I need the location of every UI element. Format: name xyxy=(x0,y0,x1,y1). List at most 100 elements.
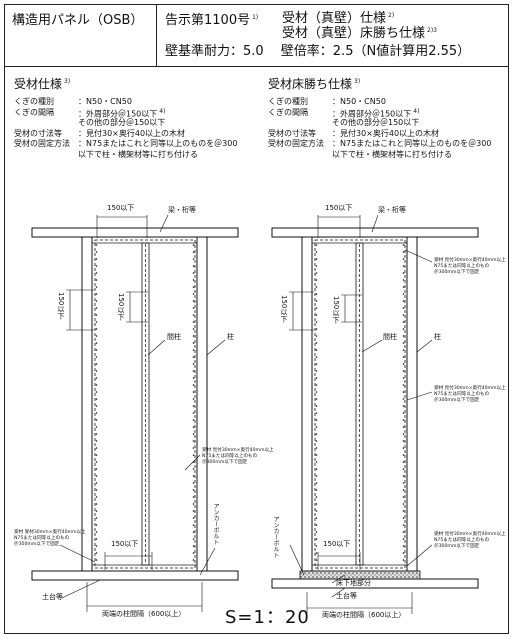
nail-mark xyxy=(315,356,318,358)
nail-mark xyxy=(315,293,318,295)
nail-mark xyxy=(315,433,318,435)
nail-mark xyxy=(192,251,195,253)
nail-mark xyxy=(402,251,405,253)
nail-mark xyxy=(315,538,318,540)
nail-mark xyxy=(402,461,405,463)
notice-text: 告示第1100号 xyxy=(165,13,251,28)
nail-mark xyxy=(95,538,98,540)
nail-mark xyxy=(192,545,195,547)
nail-mark xyxy=(402,342,405,344)
nail-mark xyxy=(95,356,98,358)
nail-mark xyxy=(315,475,318,477)
spec-row-value: ：N50・CN50 xyxy=(332,97,386,106)
nail-mark xyxy=(95,531,98,533)
nail-mark xyxy=(95,377,98,379)
nail-mark xyxy=(192,363,195,365)
nail-mark xyxy=(95,300,98,302)
nail-mark xyxy=(402,265,405,267)
nail-mark xyxy=(315,510,318,512)
right-sill xyxy=(271,578,479,589)
nail-mark xyxy=(402,559,405,561)
nail-mark xyxy=(95,433,98,435)
nail-mark xyxy=(192,370,195,372)
nail-mark xyxy=(192,475,195,477)
nail-mark xyxy=(315,272,318,274)
nail-mark xyxy=(95,461,98,463)
nail-mark xyxy=(192,412,195,414)
nail-mark xyxy=(95,321,98,323)
notice-footnote: 1) xyxy=(252,13,259,21)
nail-mark xyxy=(402,524,405,526)
nail-mark xyxy=(402,552,405,554)
nail-mark xyxy=(192,496,195,498)
nail-mark xyxy=(192,489,195,491)
note-line: N75または同等以上のもの xyxy=(202,454,258,459)
nail-mark xyxy=(315,314,318,316)
nail-mark xyxy=(95,349,98,351)
nail-mark xyxy=(95,517,98,519)
right-sill-label: 土台等 xyxy=(336,592,357,600)
nail-mark xyxy=(402,412,405,414)
nail-mark xyxy=(95,426,98,428)
nail-mark xyxy=(192,440,195,442)
nail-mark xyxy=(192,552,195,554)
left-spec-title-text: 受材仕様 xyxy=(14,77,63,91)
nail-mark xyxy=(95,244,98,246)
nail-mark xyxy=(95,419,98,421)
nail-mark xyxy=(402,321,405,323)
nail-mark xyxy=(95,496,98,498)
nail-mark xyxy=(315,559,318,561)
nail-mark xyxy=(315,545,318,547)
right-post-label: 柱 xyxy=(434,333,441,341)
left-beam-text: 梁・桁等 xyxy=(168,206,196,214)
nail-mark xyxy=(402,370,405,372)
nail-mark xyxy=(402,517,405,519)
spec-row-label: くぎの間隔 xyxy=(14,107,54,117)
nail-mark xyxy=(95,468,98,470)
nail-mark xyxy=(315,279,318,281)
nail-mark xyxy=(192,524,195,526)
nail-mark xyxy=(315,377,318,379)
nail-mark xyxy=(192,531,195,533)
nail-mark xyxy=(402,496,405,498)
nail-mark xyxy=(315,531,318,533)
nail-mark xyxy=(315,552,318,554)
nail-mark xyxy=(315,447,318,449)
nail-mark xyxy=(402,363,405,365)
nail-mark xyxy=(192,419,195,421)
right-dim-mid: 150以下 xyxy=(332,296,340,324)
nail-mark xyxy=(402,454,405,456)
note-line: ＠300mm以下で固定 xyxy=(434,544,480,549)
nail-mark xyxy=(315,482,318,484)
nail-mark xyxy=(95,328,98,330)
nail-mark xyxy=(192,293,195,295)
nail-mark xyxy=(402,286,405,288)
nail-mark xyxy=(315,391,318,393)
nail-mark xyxy=(402,510,405,512)
nail-mark xyxy=(95,510,98,512)
right-beam xyxy=(271,227,479,238)
nail-mark xyxy=(95,279,98,281)
nail-mark xyxy=(315,489,318,491)
nail-mark xyxy=(95,391,98,393)
nail-mark xyxy=(315,524,318,526)
note-line: N75または同等以上のもの xyxy=(434,264,490,269)
nail-mark xyxy=(315,328,318,330)
left-note-bottom: 受材 受材30mm×奥行40mm以上 N75または同等以上のもの ＠300mm以… xyxy=(14,530,86,548)
nail-mark xyxy=(402,475,405,477)
nail-mark xyxy=(315,370,318,372)
nail-mark xyxy=(315,251,318,253)
nail-mark xyxy=(402,314,405,316)
note-line: ＠300mm以下で固定 xyxy=(202,460,248,465)
spec1-text: 受材（真壁）仕様 xyxy=(282,11,387,26)
note-line: 受材 見付30mm×奥行40mm以上 xyxy=(434,532,506,537)
nail-mark xyxy=(315,412,318,414)
note-line: ＠300mm以下で固定 xyxy=(434,270,480,275)
note-line: N75または同等以上のもの xyxy=(14,536,70,541)
spec1-footnote: 2) xyxy=(388,11,395,19)
